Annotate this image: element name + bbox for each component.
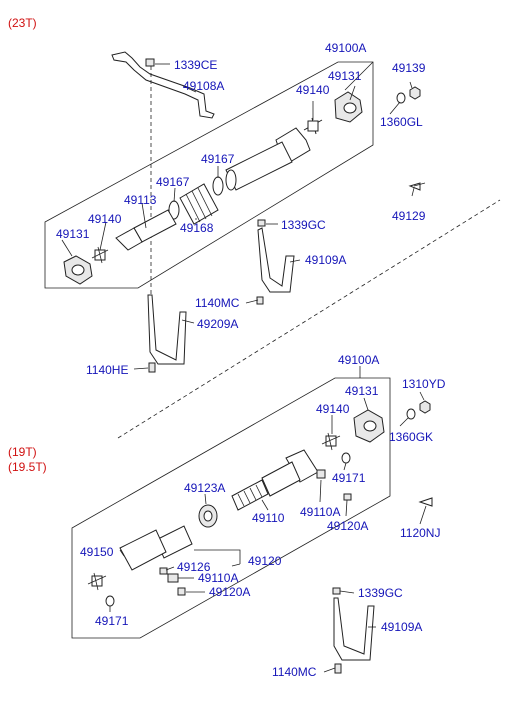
callout-49171-right: 49171 — [332, 471, 366, 485]
callout-1140mc-top: 1140MC — [195, 296, 240, 310]
fitting-49120a-lower — [177, 587, 186, 596]
nut-49139 — [409, 86, 421, 100]
ujoint-cross-right — [307, 120, 319, 132]
clamp-49209a — [147, 294, 187, 365]
tube-yoke-49150 — [119, 529, 167, 571]
nut-1339ce — [145, 58, 155, 67]
callout-49167-left: 49167 — [156, 175, 190, 189]
balance-weight-49126 — [159, 567, 168, 575]
callout-49110a-left: 49110A — [198, 571, 238, 585]
callout-49108a: 49108A — [183, 79, 224, 93]
section-divider-line — [117, 199, 501, 439]
washer-1360gl — [396, 92, 406, 104]
callout-49140-top-right: 49140 — [296, 83, 330, 97]
bottom-assembly — [71, 377, 433, 674]
bottom-callout-labels: 49100A 49131 1310YD 49140 1360GK 49171 4… — [80, 353, 446, 679]
washer-1360gk — [406, 408, 416, 420]
callout-49120: 49120 — [248, 554, 282, 568]
callout-49120a-right: 49120A — [327, 519, 368, 533]
callout-49120a-left: 49120A — [209, 585, 250, 599]
bolt-1140mc-top — [256, 296, 264, 305]
callout-49139: 49139 — [392, 61, 426, 75]
top-callout-labels: 1339CE 49108A 49100A 49131 49139 49140 1… — [56, 41, 426, 377]
bottom-leader-lines — [109, 366, 427, 673]
callout-49150: 49150 — [80, 545, 114, 559]
snap-ring-49171-left — [105, 595, 115, 607]
callout-49131-bottom: 49131 — [345, 384, 379, 398]
callout-49168: 49168 — [180, 221, 214, 235]
fitting-49120a — [343, 493, 352, 501]
callout-1360gk: 1360GK — [389, 430, 433, 444]
callout-49109a-top: 49109A — [305, 253, 346, 267]
top-assembly-frame — [44, 61, 374, 289]
callout-49110a-right: 49110A — [300, 505, 340, 519]
callout-49123a: 49123A — [184, 481, 225, 495]
callout-1120nj: 1120NJ — [400, 526, 440, 540]
variant-tag-19-5t: (19.5T) — [8, 460, 47, 474]
slip-yoke-49110-body — [261, 461, 301, 497]
bottom-assembly-frame — [71, 377, 391, 639]
spline-shaft-49113 — [133, 209, 177, 243]
hanger-bracket-49108a — [111, 51, 215, 119]
callout-49110: 49110 — [252, 511, 285, 525]
grease-fitting-49110a-lower — [167, 573, 179, 583]
bolt-1140he — [148, 362, 156, 373]
callout-1140he: 1140HE — [86, 363, 128, 377]
callout-49131-top-left: 49131 — [56, 227, 90, 241]
callout-1339ce: 1339CE — [174, 58, 217, 72]
callout-49100a-top: 49100A — [325, 41, 366, 55]
callout-49113: 49113 — [124, 193, 157, 207]
callout-49209a: 49209A — [197, 317, 238, 331]
callout-49126: 49126 — [177, 560, 211, 574]
callout-49129: 49129 — [392, 209, 426, 223]
callout-49167-right: 49167 — [201, 152, 235, 166]
callout-1140mc-bottom: 1140MC — [272, 665, 317, 679]
dust-boot-49168 — [179, 183, 219, 225]
callout-1310yd: 1310YD — [402, 377, 446, 391]
snap-ring-49171-right — [341, 452, 351, 464]
nut-1339gc-bottom — [332, 587, 341, 595]
callout-49171-left: 49171 — [95, 614, 129, 628]
callout-49140-top-left: 49140 — [88, 212, 122, 226]
shaft-yoke-left — [115, 227, 143, 251]
nut-1310yd — [419, 400, 431, 414]
grease-fitting-49110a — [316, 469, 326, 479]
flange-yoke-hole — [343, 102, 357, 114]
callout-49131-top-right: 49131 — [328, 69, 362, 83]
clamp-49109a — [257, 227, 295, 293]
top-assembly — [44, 51, 426, 373]
bolt-1120nj — [418, 497, 433, 507]
callout-49100a-bottom: 49100A — [338, 353, 379, 367]
spline-shaft-49110 — [231, 479, 269, 511]
variant-tag-23t: (23T) — [8, 16, 37, 30]
bolt-1140mc-bottom — [334, 663, 342, 674]
callout-1339gc-top: 1339GC — [281, 218, 326, 232]
callout-49109a-bottom: 49109A — [381, 620, 422, 634]
bolt-49129 — [408, 182, 421, 191]
callout-1339gc-bottom: 1339GC — [358, 586, 403, 600]
top-leader-lines — [61, 61, 415, 370]
tube-end-upper — [225, 169, 237, 191]
callout-49140-bottom: 49140 — [316, 402, 350, 416]
snap-ring-49167-right — [212, 176, 224, 196]
callout-1360gl: 1360GL — [380, 115, 423, 129]
clamp-49109a-bottom — [333, 597, 375, 661]
nut-1339gc-top — [257, 219, 266, 227]
variant-tag-19t: (19T) — [8, 445, 37, 459]
